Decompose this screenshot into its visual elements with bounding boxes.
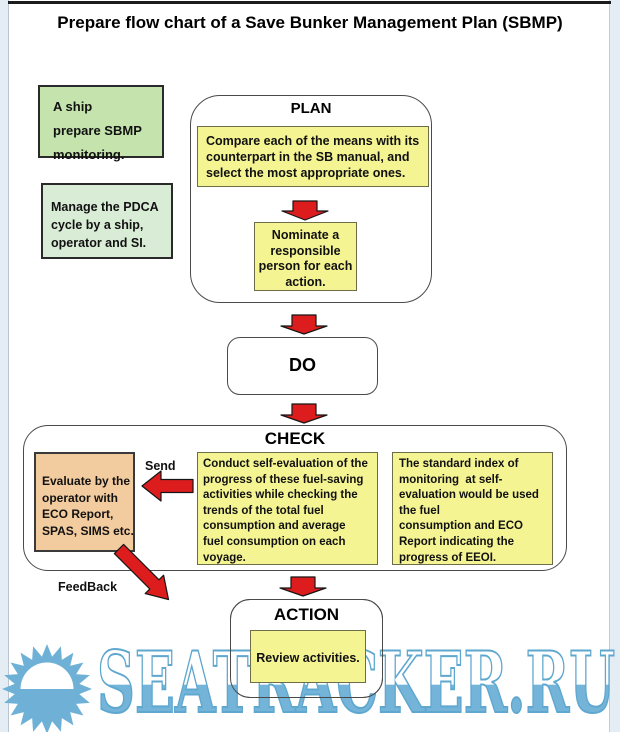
note-ship-prepare: A ship prepare SBMP monitoring. [38,85,164,162]
note-pdca-cycle: Manage the PDCA cycle by a ship, operato… [41,183,173,259]
feedback-label: FeedBack [58,580,118,594]
down-arrow-icon-check-action [279,576,327,597]
action-review-box: Review activities. [250,630,366,683]
check-standard-box: The standard index of monitoring at self… [392,452,553,565]
plan-compare-box: Compare each of the means with its count… [197,126,429,187]
action-stage-border [230,599,383,698]
plan-nominate-box: Nominate a responsible person for each a… [254,222,357,291]
page-left-margin [0,0,9,732]
page-title: Prepare flow chart of a Save Bunker Mana… [57,13,563,32]
check-label: CHECK [264,429,326,448]
do-label: DO [289,355,316,375]
action-label: ACTION [273,605,340,624]
plan-label: PLAN [290,100,332,117]
check-evaluate-box: Evaluate by the operator with ECO Report… [34,452,135,552]
down-arrow-icon-plan-do [280,314,328,335]
check-conduct-box: Conduct self-evaluation of the progress … [197,452,378,565]
do-stage [227,337,378,395]
page-right-margin [609,0,620,732]
down-arrow-icon-do-check [280,403,328,424]
sun-icon [1,643,93,732]
send-label: Send [145,459,176,473]
page-top-border [8,1,611,4]
